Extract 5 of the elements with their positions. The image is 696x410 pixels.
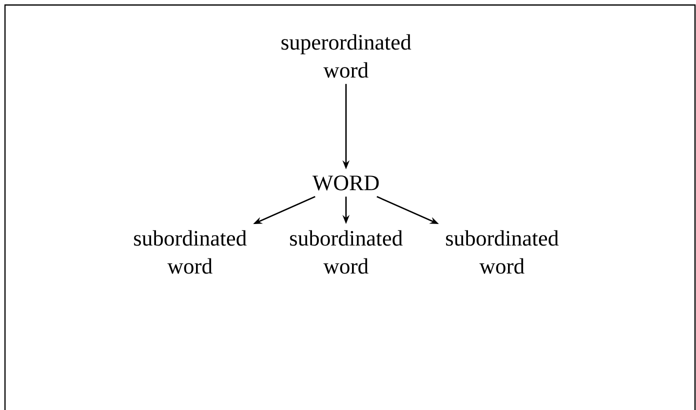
node-text: superordinated word	[282, 34, 412, 78]
node-text: WORD	[312, 176, 379, 190]
node-text: subordinated word	[446, 230, 559, 274]
node-text: subordinated word	[290, 230, 403, 274]
node-text: subordinated word	[134, 230, 247, 274]
